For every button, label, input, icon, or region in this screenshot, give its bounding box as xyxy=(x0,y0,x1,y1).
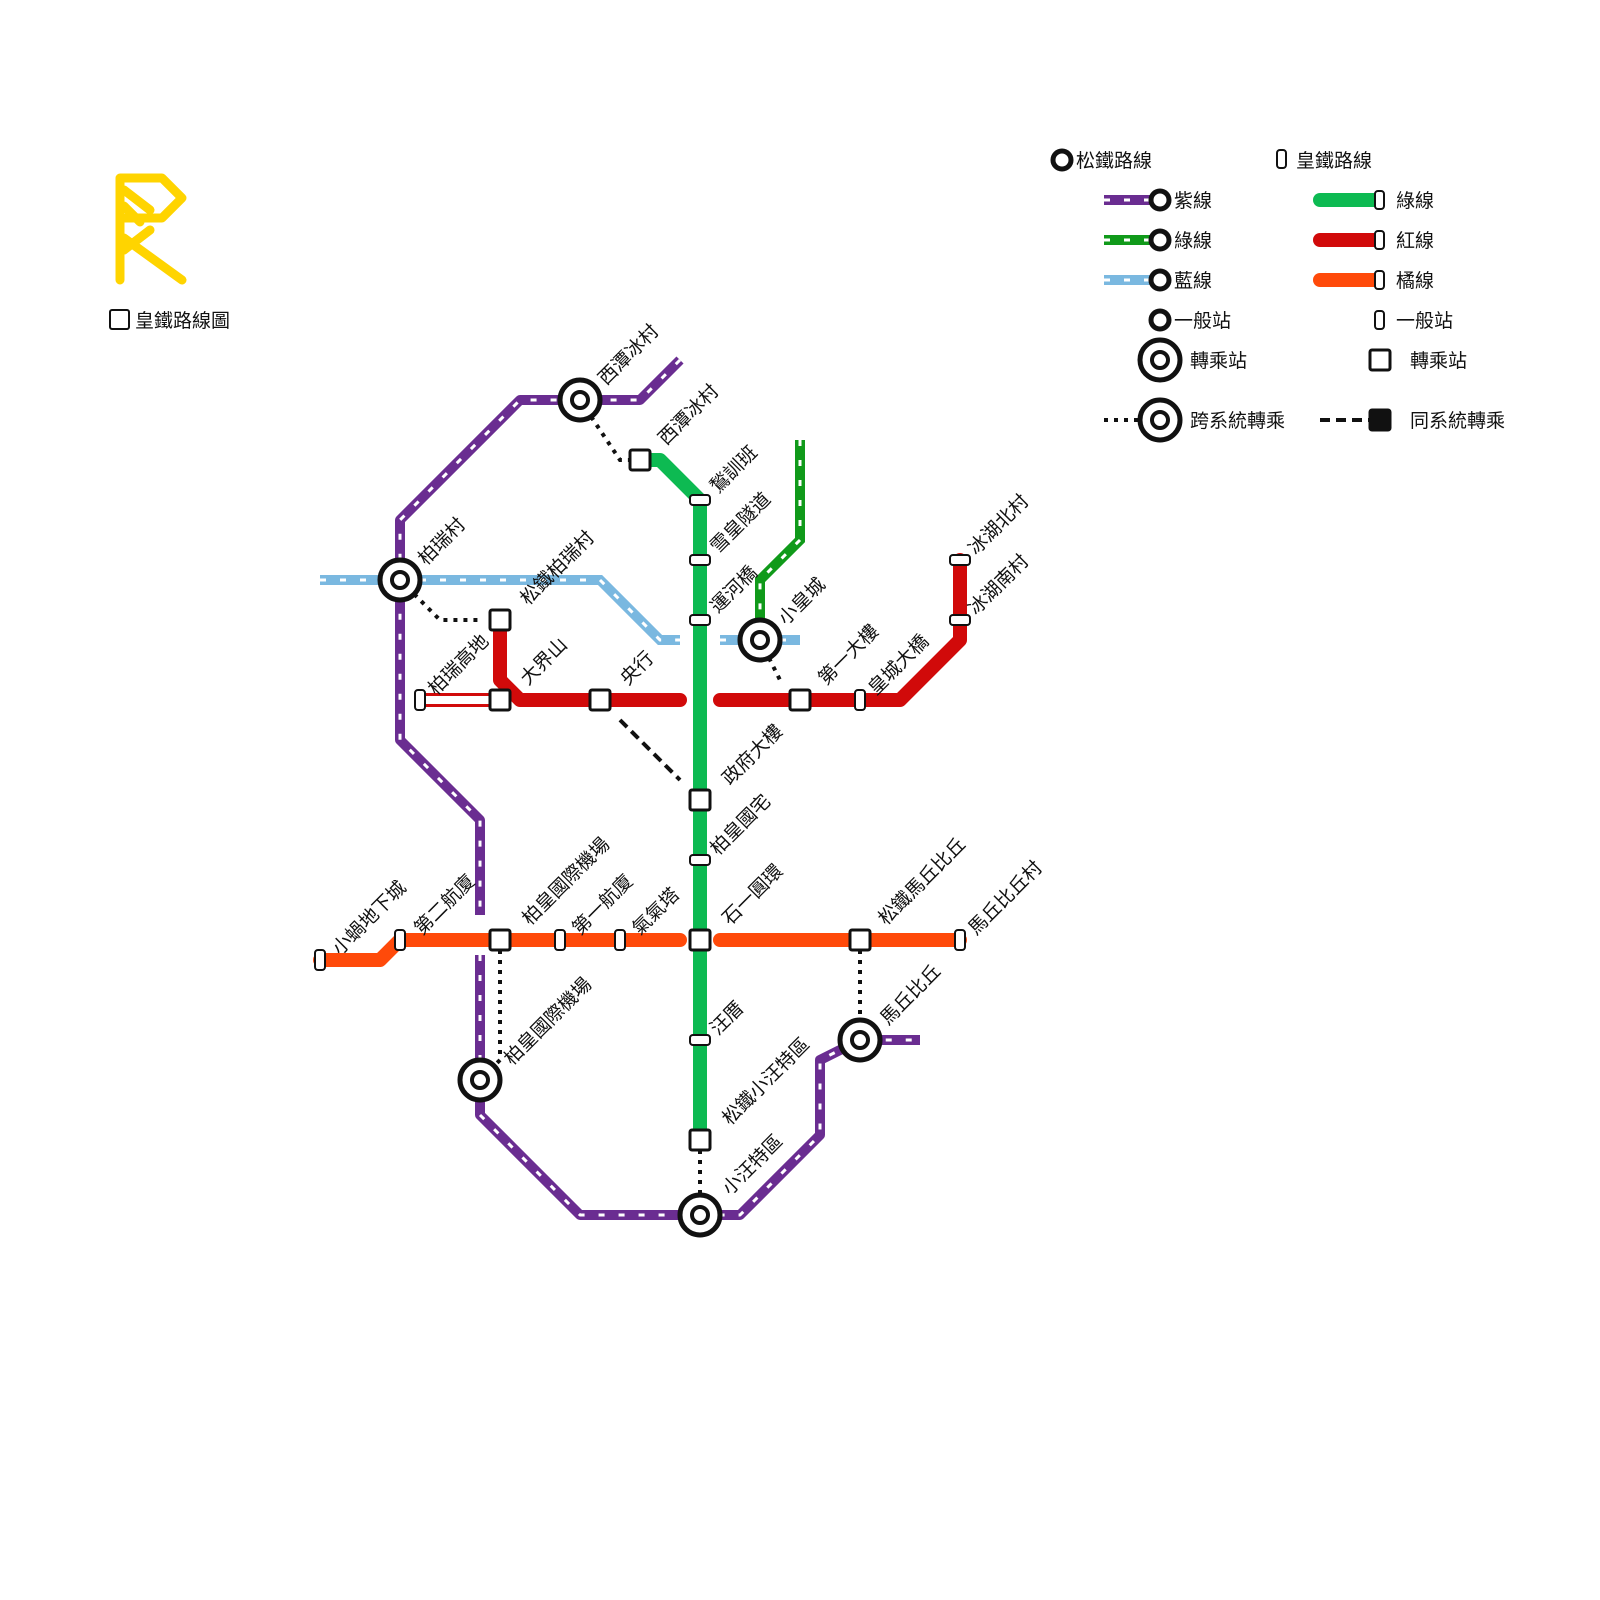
legend-song-green: 綠線 xyxy=(1104,228,1212,252)
imperial-transfer-stations xyxy=(488,448,872,1152)
station-huangcheng[interactable] xyxy=(854,689,866,711)
station-yunhe[interactable] xyxy=(689,614,711,626)
svg-text:綠線: 綠線 xyxy=(1174,230,1212,252)
station-song-bairui[interactable] xyxy=(377,557,423,603)
legend-song-transfer: 轉乘站 xyxy=(1137,337,1247,383)
label-yanghang: 央行 xyxy=(616,647,658,689)
station-baihuangguo[interactable] xyxy=(689,854,711,866)
label-song-baibai: 松鐵柏瑞村 xyxy=(516,527,599,610)
label-song-mqbq: 馬丘比丘 xyxy=(876,960,945,1029)
label-yunhe: 運河橋 xyxy=(706,562,762,618)
station-transfer-upper-red[interactable] xyxy=(488,608,512,632)
song-green-line xyxy=(755,440,805,640)
station-song-xiaohuang[interactable] xyxy=(737,617,783,663)
station-dierhang[interactable] xyxy=(394,929,406,951)
imperial-general-stations xyxy=(314,494,971,1046)
station-baihuangairport[interactable] xyxy=(488,928,512,952)
label-baihuangguo: 柏皇國宅 xyxy=(706,790,775,859)
svg-text:綠線: 綠線 xyxy=(1396,190,1434,212)
legend-song-title: 松鐵路線 xyxy=(1076,150,1152,172)
station-bairuigaodi[interactable] xyxy=(414,689,426,711)
legend-imperial-red: 紅線 xyxy=(1313,230,1434,252)
legend-imperial-green: 綠線 xyxy=(1313,190,1434,212)
legend-imperial-transfer: 轉乘站 xyxy=(1368,348,1467,372)
imperial-rail-icon xyxy=(1276,149,1287,169)
label-song-airport: 柏皇國際機場 xyxy=(500,973,596,1069)
label-shiyi: 石一圓環 xyxy=(718,860,787,929)
imperial-orange-line xyxy=(313,933,967,967)
station-yanghang[interactable] xyxy=(588,688,612,712)
legend-song-blue: 藍線 xyxy=(1104,268,1212,292)
label-song-xitan: 西潭冰村 xyxy=(594,320,663,389)
station-diyihang[interactable] xyxy=(554,929,566,951)
svg-text:轉乘站: 轉乘站 xyxy=(1410,350,1467,372)
station-song-mqbq[interactable] xyxy=(837,1017,883,1063)
label-songmqbq: 松鐵馬丘比丘 xyxy=(874,833,970,929)
label-song-xiaohuang: 小皇城 xyxy=(774,574,830,630)
station-xuehuang[interactable] xyxy=(689,554,711,566)
label-xuehuang: 雪皇隧道 xyxy=(706,488,775,557)
label-song-bairui: 柏瑞村 xyxy=(414,514,470,570)
station-diyi[interactable] xyxy=(788,688,812,712)
station-jiaxun[interactable] xyxy=(689,494,711,506)
label-song-xiaowang: 小汪特區 xyxy=(718,1130,787,1199)
station-mqbqcun[interactable] xyxy=(954,929,966,951)
page-title: 皇鐵路線圖 xyxy=(135,310,230,332)
station-zhengfu[interactable] xyxy=(688,788,712,812)
station-binghunan[interactable] xyxy=(949,614,971,626)
svg-text:一般站: 一般站 xyxy=(1396,310,1453,332)
label-mqbqcun: 馬丘比丘村 xyxy=(964,857,1047,940)
station-xitan[interactable] xyxy=(628,448,652,472)
label-binghunan: 冰湖南村 xyxy=(964,550,1033,619)
label-qiqi: 氣氣塔 xyxy=(628,884,684,940)
station-songxiaowang[interactable] xyxy=(688,1128,712,1152)
legend-song-purple: 紫線 xyxy=(1104,188,1212,212)
label-dierhang: 第二航廈 xyxy=(410,870,479,939)
same-system-transfer-links xyxy=(618,718,682,782)
label-dajieshan: 大界山 xyxy=(516,634,572,690)
title-square-icon xyxy=(109,309,130,330)
song-rail-icon xyxy=(1050,148,1074,172)
legend-song-general: 一般站 xyxy=(1148,308,1231,332)
station-shiyi[interactable] xyxy=(688,928,712,952)
station-binghubei[interactable] xyxy=(949,554,971,566)
station-xiaowo[interactable] xyxy=(314,949,326,971)
legend-cross-transfer: 跨系統轉乘 xyxy=(1104,397,1285,443)
label-binghubei: 冰湖北村 xyxy=(964,490,1033,559)
label-jiaxun: 鶖訓班 xyxy=(706,442,762,498)
svg-text:橘線: 橘線 xyxy=(1396,270,1434,292)
legend: 松鐵路線 紫線 綠線 藍線 一般站 轉乘站 xyxy=(1050,148,1505,443)
station-dajieshan[interactable] xyxy=(488,688,512,712)
svg-text:一般站: 一般站 xyxy=(1174,310,1231,332)
station-song-xiaowang[interactable] xyxy=(677,1192,723,1238)
label-songxiaowang: 松鐵小汪特區 xyxy=(718,1033,814,1129)
label-zhengfu: 政府大樓 xyxy=(718,720,787,789)
svg-text:轉乘站: 轉乘站 xyxy=(1190,350,1247,372)
railway-logo-icon xyxy=(115,173,187,285)
svg-text:紅線: 紅線 xyxy=(1396,230,1434,252)
label-xitan: 西潭冰村 xyxy=(654,380,723,449)
svg-text:紫線: 紫線 xyxy=(1174,190,1212,212)
legend-imperial-general: 一般站 xyxy=(1374,310,1453,332)
legend-imperial-orange: 橘線 xyxy=(1313,270,1434,292)
station-wangcuo[interactable] xyxy=(689,1034,711,1046)
legend-same-transfer: 同系統轉乘 xyxy=(1320,408,1505,432)
song-transfer-stations xyxy=(377,377,883,1238)
svg-text:跨系統轉乘: 跨系統轉乘 xyxy=(1190,410,1285,432)
svg-text:同系統轉乘: 同系統轉乘 xyxy=(1410,410,1505,432)
label-bairuigaodi: 柏瑞高地 xyxy=(424,630,493,699)
station-labels: 西潭冰村 西潭冰村 鶖訓班 雪皇隧道 運河橋 小皇城 柏瑞村 松鐵柏瑞村 柏瑞高… xyxy=(328,320,1047,1199)
legend-imperial-title: 皇鐵路線 xyxy=(1296,150,1372,172)
station-song-xitan[interactable] xyxy=(557,377,603,423)
station-song-airport[interactable] xyxy=(457,1057,503,1103)
station-songmqbq[interactable] xyxy=(848,928,872,952)
svg-text:藍線: 藍線 xyxy=(1174,270,1212,292)
label-wangcuo: 汪厝 xyxy=(706,997,748,1039)
station-qiqi[interactable] xyxy=(614,929,626,951)
